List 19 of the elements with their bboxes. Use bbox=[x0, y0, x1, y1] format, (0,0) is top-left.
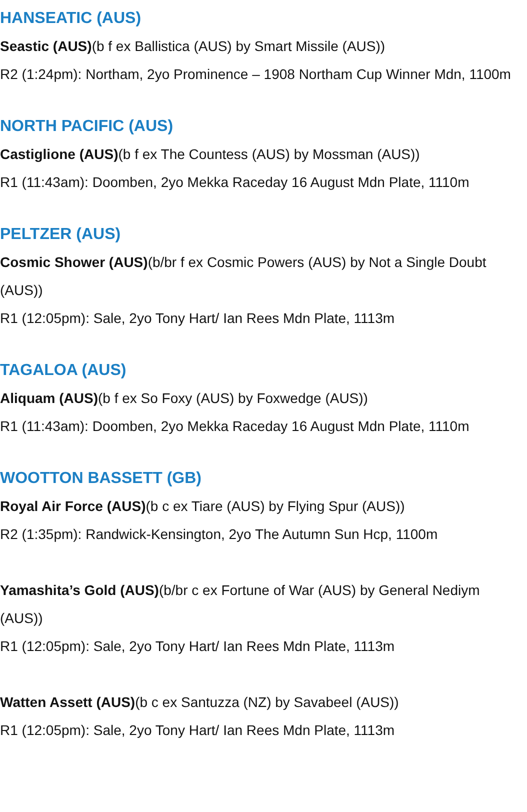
progeny-line: Castiglione (AUS)(b f ex The Countess (AUS) by Mossman (AUS)) bbox=[0, 145, 421, 164]
race-details: R2 (1:24pm): Northam, 2yo Prominence – 1908 Northam Cup Winner Mdn, 1100m bbox=[0, 65, 512, 84]
race-details: R1 (12:05pm): Sale, 2yo Tony Hart/ Ian Rees Mdn Plate, 1113m bbox=[0, 637, 396, 656]
race-details: R1 (12:05pm): Sale, 2yo Tony Hart/ Ian Rees Mdn Plate, 1113m bbox=[0, 309, 396, 328]
race-details: R1 (11:43am): Doomben, 2yo Mekka Raceday 16 August Mdn Plate, 1110m bbox=[0, 417, 470, 436]
sire-heading: WOOTTON BASSETT (GB) bbox=[0, 469, 202, 489]
sire-heading: NORTH PACIFIC (AUS) bbox=[0, 117, 174, 137]
progeny-line: Aliquam (AUS)(b f ex So Foxy (AUS) by Foxwedge (AUS)) bbox=[0, 389, 369, 408]
progeny-line: Watten Assett (AUS)(b c ex Santuzza (NZ) by Savabeel (AUS)) bbox=[0, 693, 400, 712]
progeny-line: Yamashita’s Gold (AUS)(b/br c ex Fortune of War (AUS) by General Nediym (AUS)) bbox=[0, 581, 481, 628]
progeny-line: Cosmic Shower (AUS)(b/br f ex Cosmic Powers (AUS) by Not a Single Doubt (AUS)) bbox=[0, 253, 488, 300]
race-details: R1 (12:05pm): Sale, 2yo Tony Hart/ Ian Rees Mdn Plate, 1113m bbox=[0, 721, 396, 740]
sire-heading: PELTZER (AUS) bbox=[0, 225, 122, 245]
race-details: R1 (11:43am): Doomben, 2yo Mekka Raceday 16 August Mdn Plate, 1110m bbox=[0, 173, 470, 192]
race-details: R2 (1:35pm): Randwick-Kensington, 2yo The Autumn Sun Hcp, 1100m bbox=[0, 525, 439, 544]
progeny-line: Royal Air Force (AUS)(b c ex Tiare (AUS) by Flying Spur (AUS)) bbox=[0, 497, 406, 516]
sire-heading: TAGALOA (AUS) bbox=[0, 361, 128, 381]
sire-heading: HANSEATIC (AUS) bbox=[0, 9, 142, 29]
progeny-line: Seastic (AUS)(b f ex Ballistica (AUS) by Smart Missile (AUS)) bbox=[0, 37, 386, 56]
